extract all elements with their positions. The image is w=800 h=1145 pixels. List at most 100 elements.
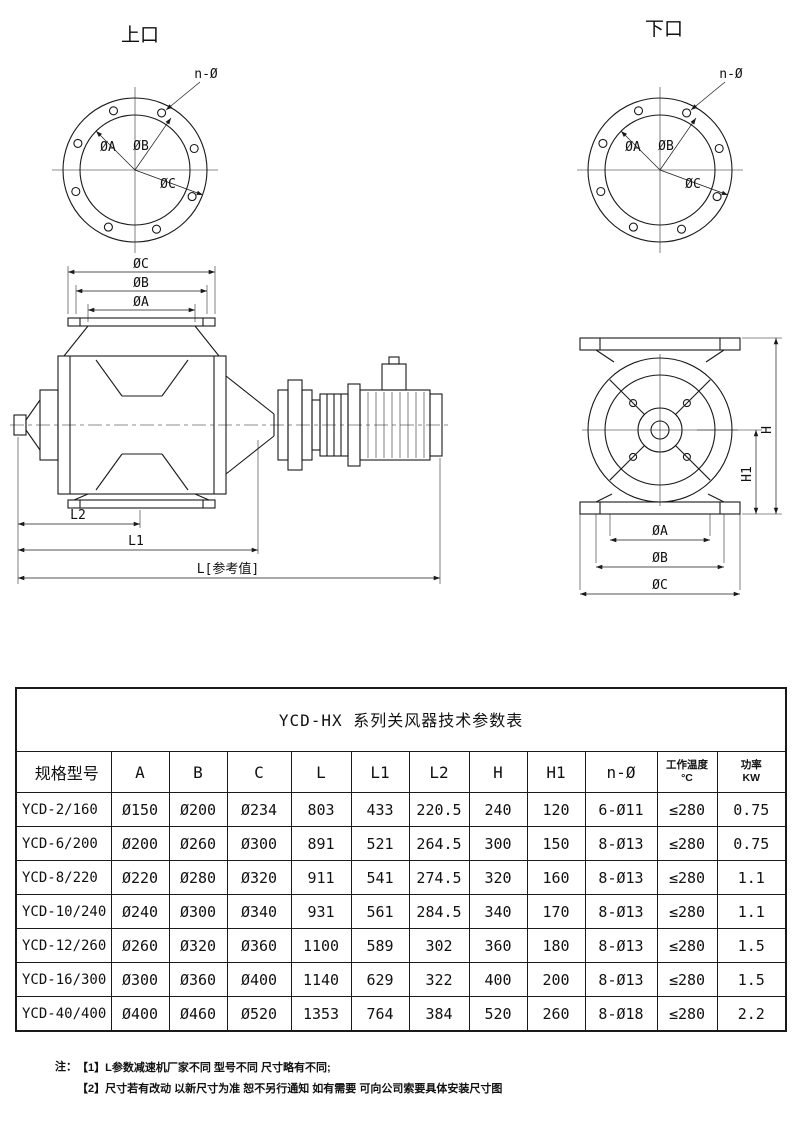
cell: 629 <box>350 962 410 997</box>
col-header-l1: L1 <box>350 751 410 793</box>
cell: 891 <box>290 826 352 861</box>
cell: ≤280 <box>656 962 718 997</box>
cell: Ø320 <box>226 860 292 895</box>
col-header-temp: 工作温度 °C <box>656 751 718 793</box>
cell: 384 <box>408 996 470 1032</box>
cell: Ø260 <box>110 928 170 963</box>
cell: 8-Ø13 <box>584 826 658 861</box>
upper-port-title: 上口 <box>121 24 159 46</box>
cell: 8-Ø13 <box>584 928 658 963</box>
cell: 160 <box>526 860 586 895</box>
cell: 200 <box>526 962 586 997</box>
cell: 1.5 <box>716 928 787 963</box>
table-row: YCD-16/300 Ø300 Ø360 Ø400 1140 629 322 4… <box>15 962 787 997</box>
cell: Ø400 <box>226 962 292 997</box>
cell: 1140 <box>290 962 352 997</box>
cell: ≤280 <box>656 860 718 895</box>
table-row: YCD-12/260 Ø260 Ø320 Ø360 1100 589 302 3… <box>15 928 787 963</box>
cell: 340 <box>468 894 528 929</box>
cell: 520 <box>468 996 528 1032</box>
dim-label-phi-a: ØA <box>133 295 149 310</box>
cell: 803 <box>290 792 352 827</box>
cell: 260 <box>526 996 586 1032</box>
dim-label-n-phi: n-Ø <box>194 67 218 82</box>
table-row: YCD-6/200 Ø200 Ø260 Ø300 891 521 264.5 3… <box>15 826 787 861</box>
cell: 521 <box>350 826 410 861</box>
inner-bore-circle <box>79 114 191 226</box>
col-header-model: 规格型号 <box>15 751 112 793</box>
cell: 1353 <box>290 996 352 1032</box>
cell: 0.75 <box>716 826 787 861</box>
cell: 0.75 <box>716 792 787 827</box>
cell: Ø150 <box>110 792 170 827</box>
cell: Ø300 <box>110 962 170 997</box>
cell: Ø300 <box>226 826 292 861</box>
cell: 541 <box>350 860 410 895</box>
cell: 433 <box>350 792 410 827</box>
col-header-power: 功率 KW <box>716 751 787 793</box>
footnote-line-1: 【1】L参数减速机厂家不同 型号不同 尺寸略有不同; <box>77 1062 331 1074</box>
dim-label-phi-b: ØB <box>658 139 674 154</box>
bottom-flange-plate <box>579 501 741 515</box>
dim-label-phi-c: ØC <box>133 257 149 272</box>
table-row: YCD-2/160 Ø150 Ø200 Ø234 803 433 220.5 2… <box>15 792 787 827</box>
cell: 302 <box>408 928 470 963</box>
cell: 1.5 <box>716 962 787 997</box>
col-header-a: A <box>110 751 170 793</box>
cell: 284.5 <box>408 894 470 929</box>
cell: Ø400 <box>110 996 170 1032</box>
cell: 8-Ø13 <box>584 894 658 929</box>
col-header-temp-line1: 工作温度 <box>666 759 708 772</box>
dim-label-phi-b: ØB <box>652 551 668 566</box>
lower-port-title: 下口 <box>645 19 683 40</box>
cell: 8-Ø13 <box>584 860 658 895</box>
cell: 180 <box>526 928 586 963</box>
cell: 1.1 <box>716 860 787 895</box>
table-row: YCD-40/400 Ø400 Ø460 Ø520 1353 764 384 5… <box>15 996 787 1032</box>
cell: 150 <box>526 826 586 861</box>
table-title: YCD-HX 系列关风器技术参数表 <box>15 687 787 752</box>
cell: 400 <box>468 962 528 997</box>
dim-label-n-phi: n-Ø <box>719 67 743 82</box>
cell: 300 <box>468 826 528 861</box>
col-header-l: L <box>290 751 352 793</box>
cell: 911 <box>290 860 352 895</box>
cell: Ø460 <box>168 996 228 1032</box>
col-header-c: C <box>226 751 292 793</box>
cell: 264.5 <box>408 826 470 861</box>
cell: Ø280 <box>168 860 228 895</box>
side-view-drawing: ØC ØB ØA <box>10 257 448 584</box>
technical-drawings: 上口 ØA ØB ØC n-Ø 下口 <box>10 19 782 597</box>
cell: Ø360 <box>226 928 292 963</box>
upper-port-drawing: 上口 ØA ØB ØC n-Ø <box>52 24 218 253</box>
table-header-row: 规格型号 A B C L L1 L2 H H1 n-Ø 工作温度 °C 功率 <box>15 751 787 793</box>
cell: Ø234 <box>226 792 292 827</box>
dim-label-phi-a: ØA <box>100 140 116 155</box>
cell: 6-Ø11 <box>584 792 658 827</box>
outer-flange-circle <box>587 97 733 243</box>
dim-label-phi-c: ØC <box>160 177 176 192</box>
outer-flange-circle <box>62 97 208 243</box>
cell: Ø240 <box>110 894 170 929</box>
col-header-power-line2: KW <box>742 772 761 784</box>
dim-label-phi-b: ØB <box>133 139 149 154</box>
col-header-temp-line2: °C <box>681 772 693 784</box>
table-row: YCD-10/240 Ø240 Ø300 Ø340 931 561 284.5 … <box>15 894 787 929</box>
cell: Ø320 <box>168 928 228 963</box>
front-view-drawing: H H1 ØA ØB ØC <box>579 337 782 597</box>
lower-port-drawing: 下口 ØA ØB ØC n-Ø <box>577 19 743 253</box>
cell: 170 <box>526 894 586 929</box>
cell: 274.5 <box>408 860 470 895</box>
dim-label-l1: L1 <box>128 534 144 549</box>
dim-label-phi-c: ØC <box>685 177 701 192</box>
cell: Ø260 <box>168 826 228 861</box>
inner-bore-circle <box>604 114 716 226</box>
dim-label-phi-c: ØC <box>652 578 668 593</box>
dim-label-phi-b: ØB <box>133 276 149 291</box>
dim-label-phi-a: ØA <box>625 140 641 155</box>
motor-terminal-box <box>381 363 407 391</box>
footnotes: 注： 【1】L参数减速机厂家不同 型号不同 尺寸略有不同; 【2】尺寸若有改动 … <box>55 1058 502 1101</box>
cell: ≤280 <box>656 826 718 861</box>
cell: 764 <box>350 996 410 1032</box>
